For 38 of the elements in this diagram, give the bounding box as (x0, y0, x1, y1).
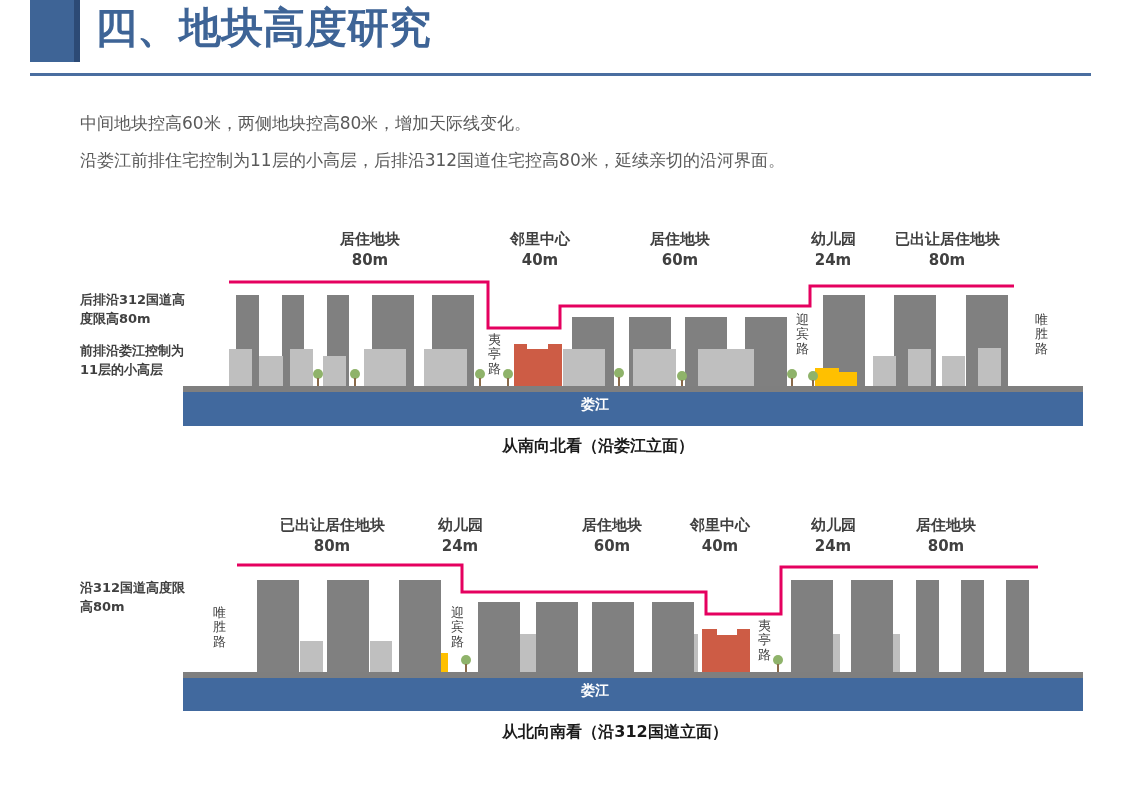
height-value: 40m (701, 537, 739, 555)
zone-name: 幼儿园 (437, 516, 483, 535)
zone-name: 邻里中心 (510, 230, 570, 249)
river-name: 娄江 (581, 396, 609, 414)
height-value: 24m (814, 537, 852, 555)
page-title: 四、地块高度研究 (95, 2, 431, 54)
road-name: 夷亭路 (757, 619, 771, 662)
road-name: 夷亭路 (487, 333, 501, 376)
road-name: 唯胜路 (1034, 313, 1048, 356)
height-value: 80m (928, 251, 966, 269)
height-value: 80m (313, 537, 351, 555)
zone-name: 邻里中心 (690, 516, 750, 535)
river-name: 娄江 (581, 682, 609, 700)
road-name: 迎宾路 (450, 606, 464, 649)
note-text: 后排沿312国道高度限高80m (80, 291, 187, 328)
zone-name: 居住地块 (582, 516, 642, 535)
intro-text: 沿娄江前排住宅控制为11层的小高层，后排沿312国道住宅控高80米，延续亲切的沿河界面。 (80, 149, 785, 172)
elevation-caption: 从南向北看（沿娄江立面） (502, 436, 694, 457)
note-text: 前排沿娄江控制为11层的小高层 (80, 342, 185, 379)
height-value: 80m (927, 537, 965, 555)
zone-name: 已出让居住地块 (894, 230, 1000, 249)
road-name: 迎宾路 (795, 313, 809, 356)
elevation-caption: 从北向南看（沿312国道立面） (502, 722, 728, 743)
intro-text: 中间地块控高60米，两侧地块控高80米，增加天际线变化。 (80, 112, 532, 135)
zone-name: 已出让居住地块 (279, 516, 385, 535)
height-value: 24m (814, 251, 852, 269)
road-name: 唯胜路 (212, 606, 226, 649)
height-value: 24m (441, 537, 479, 555)
height-value: 40m (521, 251, 559, 269)
note-text: 沿312国道高度限高80m (80, 579, 187, 616)
height-value: 80m (351, 251, 389, 269)
zone-name: 幼儿园 (810, 230, 856, 249)
zone-name: 居住地块 (340, 230, 400, 249)
height-value: 60m (661, 251, 699, 269)
height-value: 60m (593, 537, 631, 555)
zone-name: 居住地块 (650, 230, 710, 249)
zone-name: 幼儿园 (810, 516, 856, 535)
zone-name: 居住地块 (916, 516, 976, 535)
